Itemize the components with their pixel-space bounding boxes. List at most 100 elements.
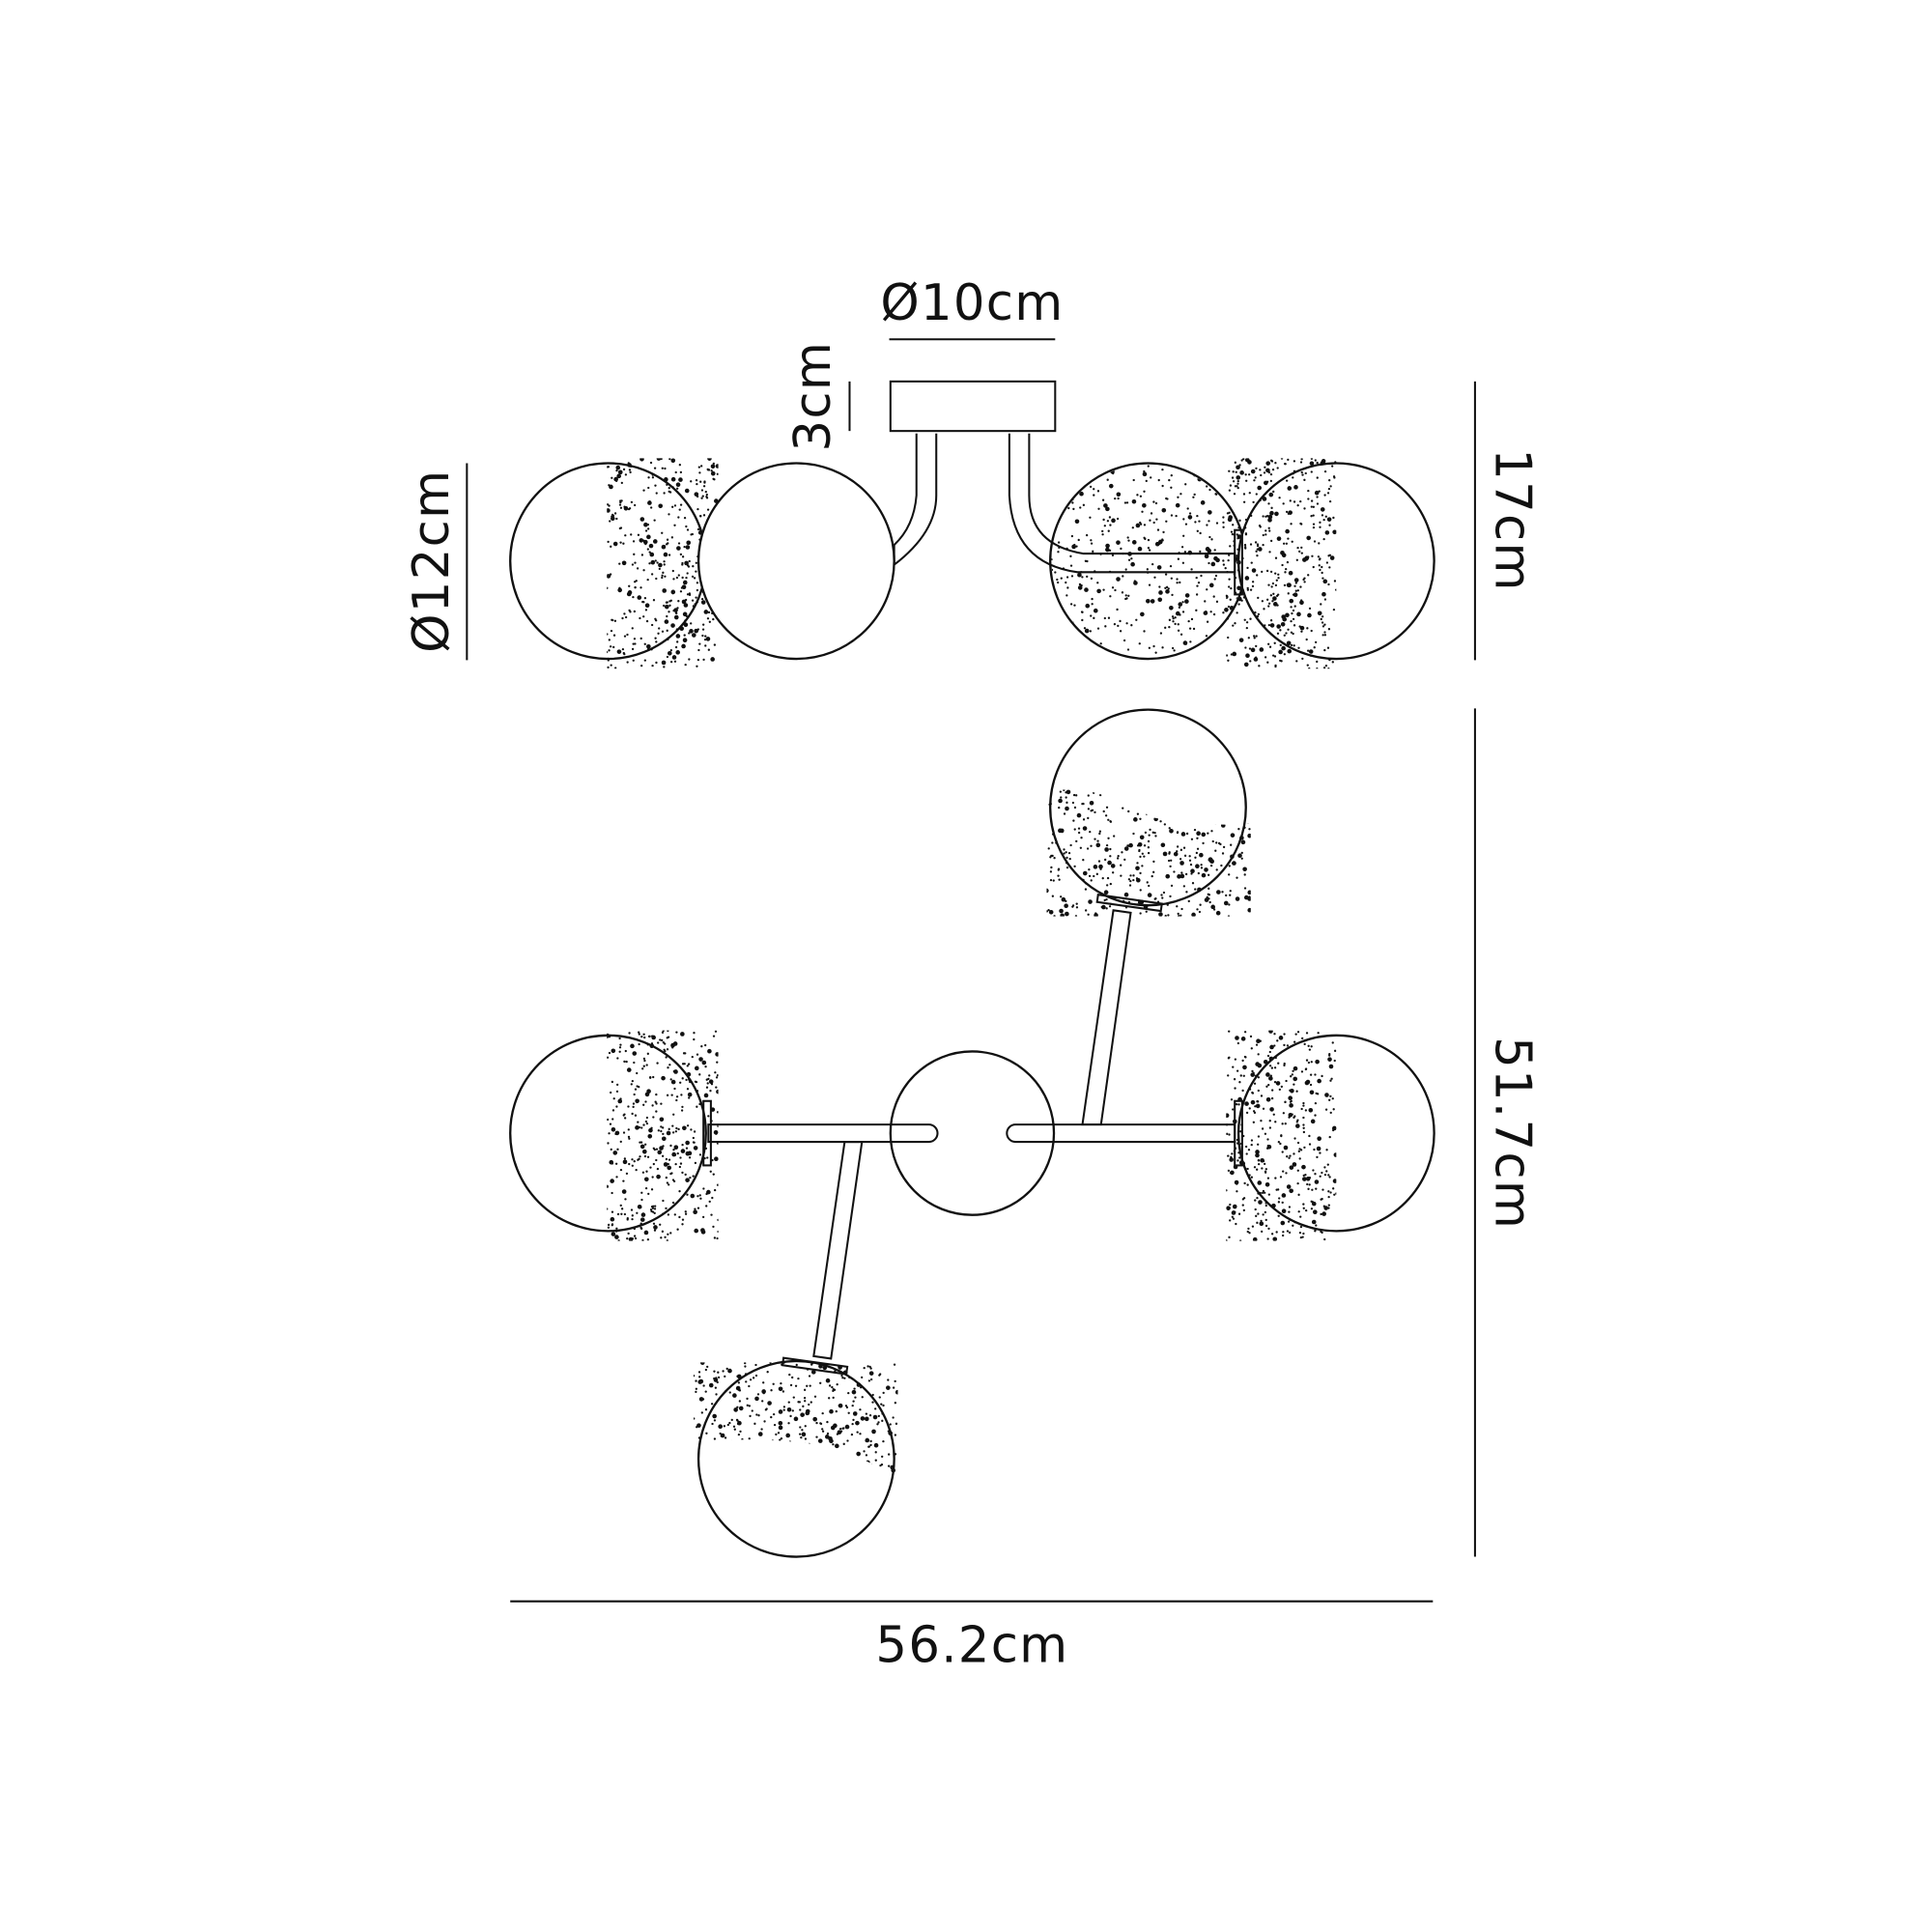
speckle-dot (1197, 871, 1200, 875)
speckle-dot (1309, 1090, 1315, 1095)
speckle-dot (640, 554, 644, 556)
speckle-dot (1321, 1188, 1324, 1191)
speckle-dot (647, 486, 650, 490)
speckle-dot (748, 1405, 752, 1407)
speckle-dot (1302, 578, 1305, 582)
speckle-dot (727, 1368, 732, 1374)
speckle-dot (1087, 816, 1090, 820)
speckle-dot (775, 1433, 778, 1436)
speckle-dot (1267, 470, 1271, 474)
speckle-dot (1250, 1072, 1256, 1077)
speckle-dot (1249, 588, 1253, 591)
speckle-dot (646, 1155, 650, 1158)
speckle-dot (1285, 528, 1290, 534)
speckle-dot (1298, 625, 1301, 628)
speckle-dot (1285, 1172, 1288, 1175)
speckle-dot (1283, 634, 1286, 637)
speckle-dot (1312, 526, 1316, 529)
speckle-dot (1273, 1066, 1277, 1069)
speckle-dot (626, 661, 629, 664)
speckle-dot (1075, 906, 1079, 909)
speckle-dot (829, 1408, 834, 1414)
speckle-dot (1065, 796, 1067, 799)
speckle-dot (1296, 504, 1299, 507)
speckle-dot (1271, 654, 1275, 657)
speckle-dot (693, 1146, 698, 1151)
speckle-dot (1264, 1202, 1267, 1205)
speckle-dot (629, 465, 633, 469)
speckle-dot (1249, 617, 1252, 620)
speckle-dot (735, 1418, 739, 1422)
speckle-dot (663, 563, 666, 566)
speckle-dot (1293, 624, 1296, 627)
speckle-dot (1323, 598, 1327, 601)
speckle-dot (1312, 1169, 1315, 1172)
speckle-dot (1068, 857, 1071, 861)
speckle-dot (787, 1401, 790, 1404)
speckle-dot (696, 1065, 699, 1069)
speckle-dot (869, 1367, 872, 1370)
speckle-dot (1145, 479, 1148, 483)
speckle-dot (642, 1123, 645, 1126)
speckle-dot (705, 1432, 708, 1435)
speckle-dot (1244, 576, 1250, 581)
speckle-dot (637, 1158, 639, 1161)
speckle-dot (1245, 626, 1248, 630)
speckle-dot (1187, 619, 1190, 623)
speckle-dot (1320, 461, 1325, 466)
speckle-dot (626, 1237, 629, 1240)
speckle-dot (836, 1383, 838, 1386)
speckle-dot (653, 1208, 657, 1210)
speckle-dot (879, 1373, 882, 1376)
speckle-dot (1212, 908, 1216, 911)
speckle-dot (800, 1412, 805, 1417)
speckle-dot (1158, 585, 1161, 588)
speckle-dot (1177, 557, 1180, 560)
speckle-dot (1246, 1167, 1249, 1171)
speckle-dot (1287, 628, 1290, 631)
speckle-dot (1285, 479, 1289, 482)
speckle-dot (880, 1403, 883, 1406)
speckle-dot (611, 513, 614, 517)
speckle-dot (1183, 854, 1187, 857)
width-label: 56.2cm (875, 1617, 1068, 1675)
speckle-dot (1120, 874, 1122, 877)
speckle-dot (1113, 835, 1116, 838)
globe (1236, 462, 1435, 661)
speckle-dot (1321, 621, 1324, 624)
speckle-dot (654, 484, 657, 487)
speckle-dot (1082, 503, 1086, 506)
speckle-dot (780, 1381, 782, 1385)
speckle-dot (667, 638, 669, 641)
speckle-dot (1242, 1074, 1245, 1077)
speckle-dot (701, 628, 705, 631)
speckle-dot (664, 1049, 667, 1053)
speckle-dot (1085, 642, 1088, 646)
speckle-dot (644, 1143, 647, 1146)
speckle-dot (1271, 468, 1275, 471)
speckle-dot (1128, 884, 1132, 887)
speckle-dot (672, 1069, 675, 1073)
speckle-dot (661, 467, 664, 469)
speckle-dot (1245, 1111, 1249, 1115)
speckle-dot (1328, 479, 1331, 482)
speckle-dot (1126, 536, 1129, 539)
speckle-dot (640, 1035, 643, 1038)
speckle-dot (1288, 1231, 1292, 1235)
speckle-dot (666, 1130, 671, 1136)
speckle-dot (1293, 1076, 1298, 1082)
speckle-dot (1309, 1083, 1313, 1087)
speckle-dot (736, 1375, 739, 1378)
speckle-dot (1253, 479, 1256, 482)
speckle-dot (639, 517, 645, 522)
speckle-dot (1279, 629, 1282, 632)
speckle-dot (1264, 656, 1267, 659)
speckle-dot (1247, 1227, 1250, 1231)
speckle-dot (1283, 1062, 1286, 1065)
speckle-dot (1277, 1141, 1280, 1144)
speckle-dot (1180, 871, 1183, 874)
speckle-dot (693, 1417, 696, 1420)
speckle-dot (1236, 503, 1238, 506)
speckle-dot (1222, 563, 1226, 566)
speckle-dot (667, 1162, 669, 1166)
